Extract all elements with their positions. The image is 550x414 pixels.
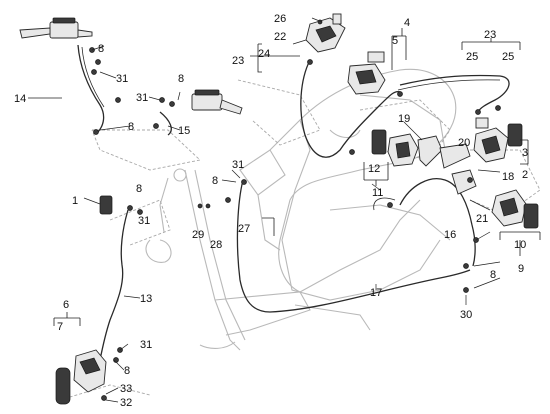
callout-8-d: 8 bbox=[136, 183, 142, 195]
caliper-bottom-left bbox=[55, 349, 107, 405]
callout-23-b: 23 bbox=[232, 55, 244, 67]
callout-20: 20 bbox=[458, 137, 470, 149]
callout-23-a: 23 bbox=[484, 29, 496, 41]
connector-1 bbox=[99, 195, 113, 215]
callout-2: 2 bbox=[522, 169, 528, 181]
callout-10: 10 bbox=[514, 239, 526, 251]
brake-lines bbox=[77, 44, 510, 361]
callout-21: 21 bbox=[476, 213, 488, 225]
callout-5: 5 bbox=[392, 35, 398, 47]
rear-master-cylinder bbox=[191, 89, 243, 115]
callout-28: 28 bbox=[210, 239, 222, 251]
callout-12: 12 bbox=[368, 163, 380, 175]
callout-labels: 1 2 3 4 5 6 7 8 8 8 8 8 8 8 9 10 11 12 1… bbox=[14, 13, 528, 409]
callout-8-e: 8 bbox=[212, 175, 218, 187]
callout-17: 17 bbox=[370, 287, 382, 299]
callout-4: 4 bbox=[404, 17, 410, 29]
callout-31-c: 31 bbox=[232, 159, 244, 171]
callout-25-a: 25 bbox=[466, 51, 478, 63]
callout-32: 32 bbox=[120, 397, 132, 409]
callout-19: 19 bbox=[398, 113, 410, 125]
grouping-brackets bbox=[53, 28, 541, 326]
components bbox=[19, 13, 539, 405]
leader-lines bbox=[28, 17, 501, 403]
caliper-top bbox=[305, 13, 346, 53]
callout-29: 29 bbox=[192, 229, 204, 241]
callout-8-f: 8 bbox=[490, 269, 496, 281]
callout-3: 3 bbox=[522, 147, 528, 159]
callout-13: 13 bbox=[140, 293, 152, 305]
callout-33: 33 bbox=[120, 383, 132, 395]
callout-18: 18 bbox=[502, 171, 514, 183]
callout-31-a: 31 bbox=[116, 73, 128, 85]
callout-14: 14 bbox=[14, 93, 26, 105]
callout-31-d: 31 bbox=[138, 215, 150, 227]
callout-22: 22 bbox=[274, 31, 286, 43]
callout-8-b: 8 bbox=[128, 121, 134, 133]
callout-31-b: 31 bbox=[136, 92, 148, 104]
caliper-upper-right bbox=[347, 51, 386, 95]
callout-8-c: 8 bbox=[178, 73, 184, 85]
callout-16: 16 bbox=[444, 229, 456, 241]
callout-6: 6 bbox=[63, 299, 69, 311]
caliper-middle bbox=[371, 129, 419, 167]
caliper-right bbox=[473, 117, 523, 163]
callout-26: 26 bbox=[274, 13, 286, 25]
callout-8-a: 8 bbox=[98, 43, 104, 55]
callout-15: 15 bbox=[178, 125, 190, 137]
callout-7: 7 bbox=[57, 321, 63, 333]
callout-31-e: 31 bbox=[140, 339, 152, 351]
callout-27: 27 bbox=[238, 223, 250, 235]
mounting-brackets bbox=[417, 135, 477, 195]
caliper-lower-right bbox=[491, 189, 539, 229]
front-master-cylinder bbox=[19, 17, 93, 39]
callout-25-b: 25 bbox=[502, 51, 514, 63]
callout-11: 11 bbox=[372, 187, 383, 199]
callout-1: 1 bbox=[72, 195, 78, 207]
callout-24: 24 bbox=[258, 48, 270, 60]
fittings bbox=[89, 19, 501, 401]
callout-9: 9 bbox=[518, 263, 524, 275]
callout-30: 30 bbox=[460, 309, 472, 321]
callout-8-g: 8 bbox=[124, 365, 130, 377]
